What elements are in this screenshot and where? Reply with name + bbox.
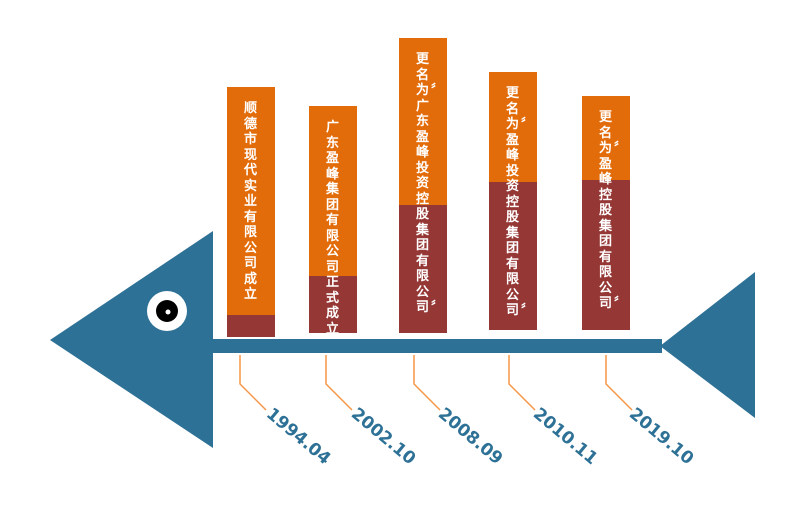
connector-line [239,355,267,411]
fish-spine [210,339,662,353]
card-top-segment [309,106,357,276]
connector-line [508,355,536,411]
card-top-segment [227,87,275,315]
card-bottom-segment [489,182,537,330]
connector-line [325,355,353,411]
fish-tail [660,272,755,418]
milestone-text: 顺德市现代实业有限公司成立 [244,101,260,302]
milestone-card: 更名为〞盈峰投资控股集团有限公司〞 [489,72,537,330]
milestone-text: 广东盈峰集团有限公司正式成立 [326,120,342,333]
card-bottom-segment [227,315,275,337]
card-bottom-segment [309,276,357,333]
milestone-card: 顺德市现代实业有限公司成立 [227,87,275,337]
milestone-card: 更名为〞广东盈峰投资控股集团有限公司〞 [399,38,447,333]
card-bottom-segment [582,180,630,330]
card-bottom-segment [399,205,447,333]
fish-pupil-highlight [165,309,171,315]
connector-line [413,355,441,411]
card-top-segment [582,96,630,180]
milestone-text: 更名为〞盈峰控股集团有限公司〞 [599,110,630,311]
connector-line [605,355,633,411]
milestone-text: 更名为〞盈峰投资控股集团有限公司〞 [506,86,537,318]
fish-head [50,231,213,448]
milestone-text: 更名为〞广东盈峰投资控股集团有限公司〞 [416,52,447,315]
milestone-card: 更名为〞盈峰控股集团有限公司〞 [582,96,630,330]
card-top-segment [489,72,537,182]
milestone-card: 广东盈峰集团有限公司正式成立 [309,106,357,333]
card-top-segment [399,38,447,205]
